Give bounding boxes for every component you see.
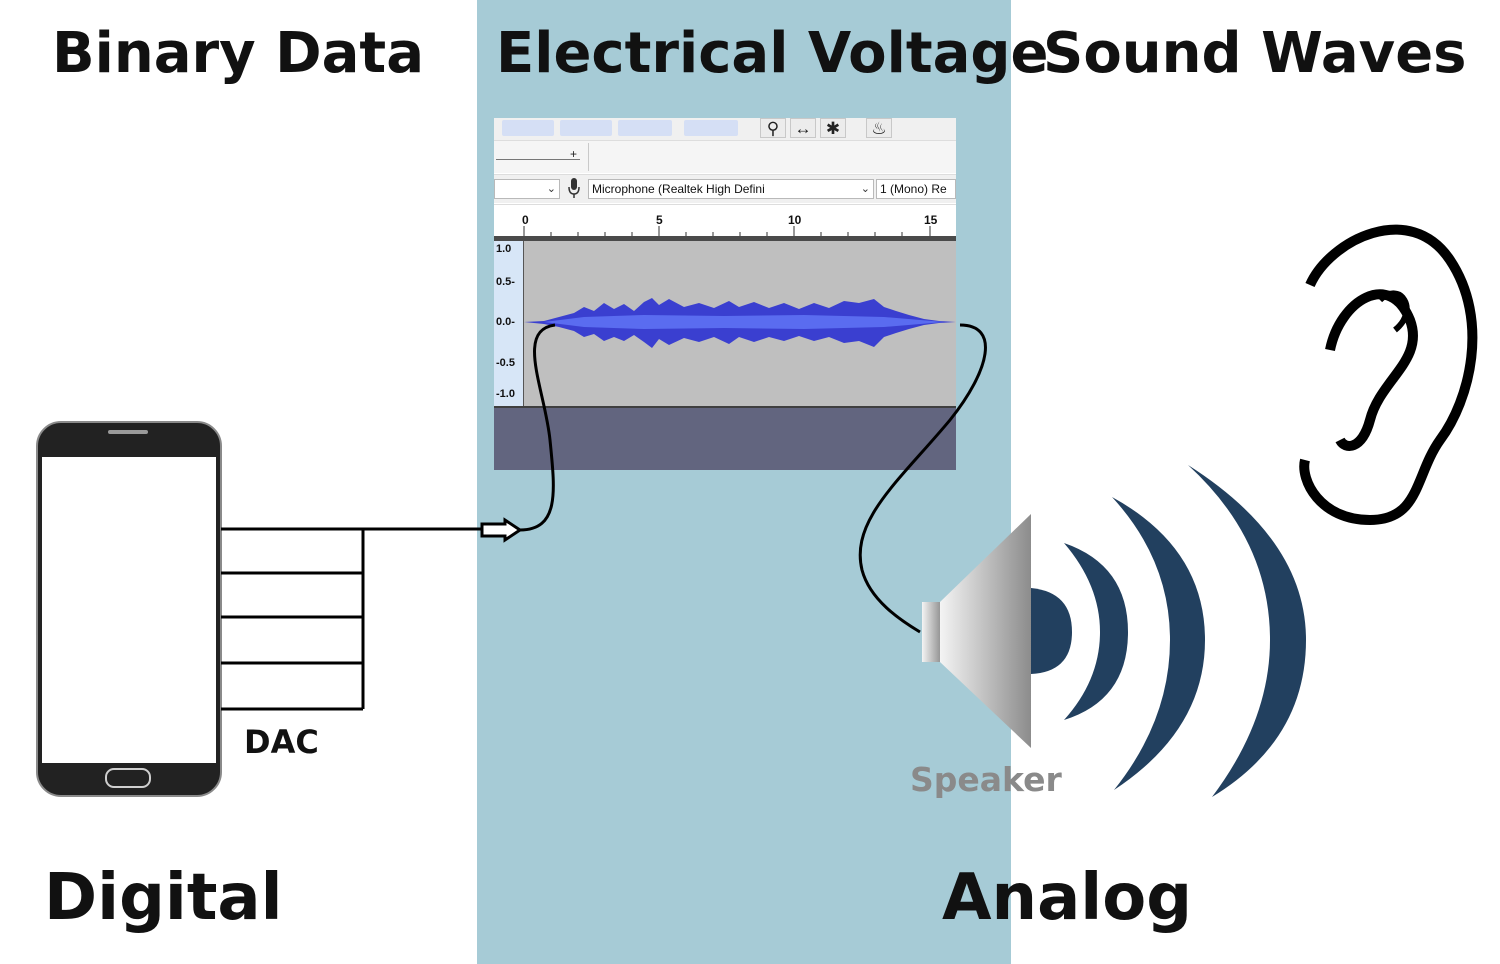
heading-analog: Analog xyxy=(942,861,1192,935)
zoom-icon[interactable]: ⚲ xyxy=(760,118,786,138)
chevron-down-icon: ⌄ xyxy=(860,183,870,195)
amplitude-label: 0.0- xyxy=(496,316,515,328)
amplitude-ruler: 1.0 0.5- 0.0- -0.5 -1.0 xyxy=(494,241,524,406)
speaker-icon xyxy=(922,514,1031,748)
heading-sound-waves: Sound Waves xyxy=(1043,21,1467,86)
arrow-icon xyxy=(480,517,523,543)
heading-binary-data: Binary Data xyxy=(52,21,424,86)
toolbar-row: ⚲ ↔ ✱ ♨ xyxy=(494,118,956,140)
heading-electrical-voltage: Electrical Voltage xyxy=(496,21,1049,86)
heading-digital: Digital xyxy=(44,861,283,935)
input-device-value: Microphone (Realtek High Defini xyxy=(592,182,765,196)
timeline-ruler[interactable] xyxy=(494,204,956,239)
speaker-wire xyxy=(858,323,987,634)
fit-icon[interactable]: ↔ xyxy=(790,118,816,138)
waveform xyxy=(524,298,956,348)
ruler-tick-label: 5 xyxy=(656,213,663,227)
dac-bus-lines xyxy=(221,527,482,711)
sound-waves-icon xyxy=(1031,465,1306,797)
ruler-bar xyxy=(494,236,956,241)
amplitude-label: -1.0 xyxy=(496,388,515,400)
toolbar-separator xyxy=(588,143,589,171)
volume-slider-knob[interactable]: + xyxy=(570,147,578,161)
volume-icon[interactable]: ♨ xyxy=(866,118,892,138)
ruler-tick-label: 0 xyxy=(522,213,529,227)
host-dropdown[interactable]: ⌄ xyxy=(494,179,560,199)
signal-wire xyxy=(519,323,556,532)
ear-icon xyxy=(1299,224,1478,526)
amplitude-label: 1.0 xyxy=(496,243,512,255)
microphone-icon xyxy=(568,178,580,198)
channels-dropdown[interactable]: 1 (Mono) Re xyxy=(876,179,956,199)
dac-label: DAC xyxy=(244,723,319,761)
ruler-minor-ticks xyxy=(523,226,931,236)
input-device-dropdown[interactable]: Microphone (Realtek High Defini ⌄ xyxy=(588,179,874,199)
multi-tool-icon[interactable]: ✱ xyxy=(820,118,846,138)
amplitude-label: 0.5- xyxy=(496,276,515,288)
channels-value: 1 (Mono) Re xyxy=(880,182,947,196)
toolbar-button[interactable] xyxy=(502,120,554,136)
ruler-tick-label: 10 xyxy=(788,213,802,227)
smartphone-icon xyxy=(36,421,222,797)
ruler-tick-label: 15 xyxy=(924,213,938,227)
device-toolbar: ⌄ Microphone (Realtek High Defini ⌄ 1 (M… xyxy=(494,174,956,203)
toolbar-button[interactable] xyxy=(618,120,672,136)
speaker-label: Speaker xyxy=(910,760,1062,799)
empty-track-area xyxy=(494,406,956,470)
toolbar-button[interactable] xyxy=(684,120,738,136)
audio-track[interactable] xyxy=(524,241,956,406)
chevron-down-icon: ⌄ xyxy=(546,183,556,195)
volume-slider-track[interactable] xyxy=(496,159,580,160)
meter-row: + xyxy=(494,140,956,173)
toolbar-button[interactable] xyxy=(560,120,612,136)
audacity-waveform-window: ⚲ ↔ ✱ ♨ + ⌄ Microphone (Realtek High Def… xyxy=(494,118,956,470)
amplitude-label: -0.5 xyxy=(496,357,515,369)
